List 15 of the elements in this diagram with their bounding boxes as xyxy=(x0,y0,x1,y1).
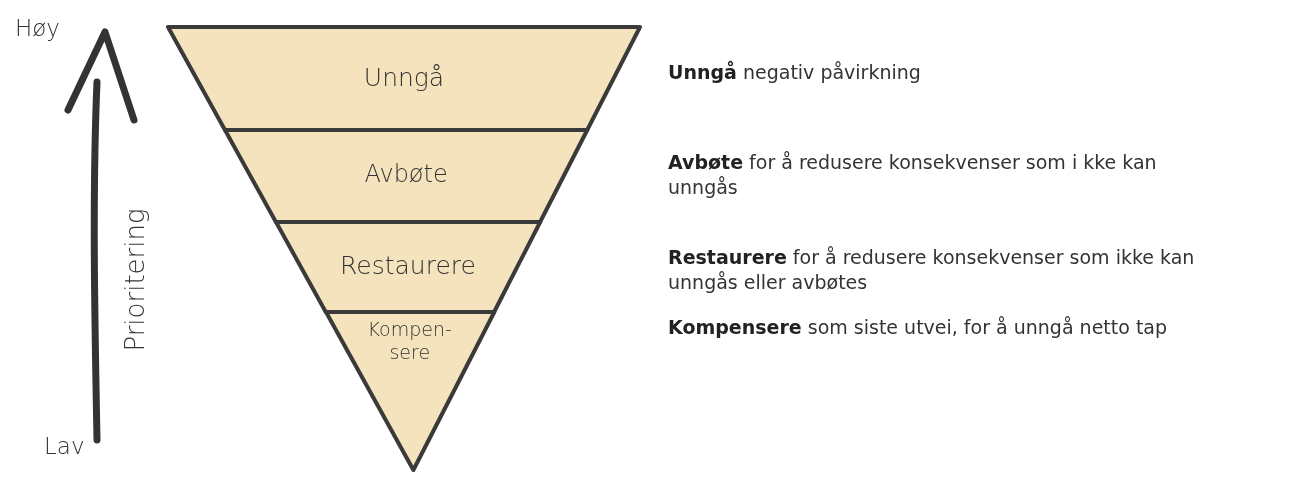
description-text: Unngå negativ påvirkning xyxy=(668,60,922,85)
pyramid-band xyxy=(275,222,541,312)
axis-label: Høy xyxy=(15,14,60,43)
axis-label: Lav xyxy=(44,432,85,461)
description-text: Restaurere for å redusere konsekvenser som ikke kan unngås eller avbøtes xyxy=(668,245,1196,295)
pyramid-band xyxy=(224,130,588,222)
band-label: Kompen- sere xyxy=(366,318,453,364)
pyramid-band xyxy=(325,312,494,470)
band-label: Unngå xyxy=(362,62,446,93)
description-text: Avbøte for å redusere konsekvenser som i kke kan unngås xyxy=(668,150,1158,200)
pyramid-band xyxy=(168,27,640,130)
description-text: Kompensere som siste utvei, for å unngå netto tap xyxy=(668,315,1169,340)
band-label: Avbøte xyxy=(363,160,449,189)
axis-title: Prioritering xyxy=(119,208,152,352)
band-label: Restaurere xyxy=(339,251,477,281)
